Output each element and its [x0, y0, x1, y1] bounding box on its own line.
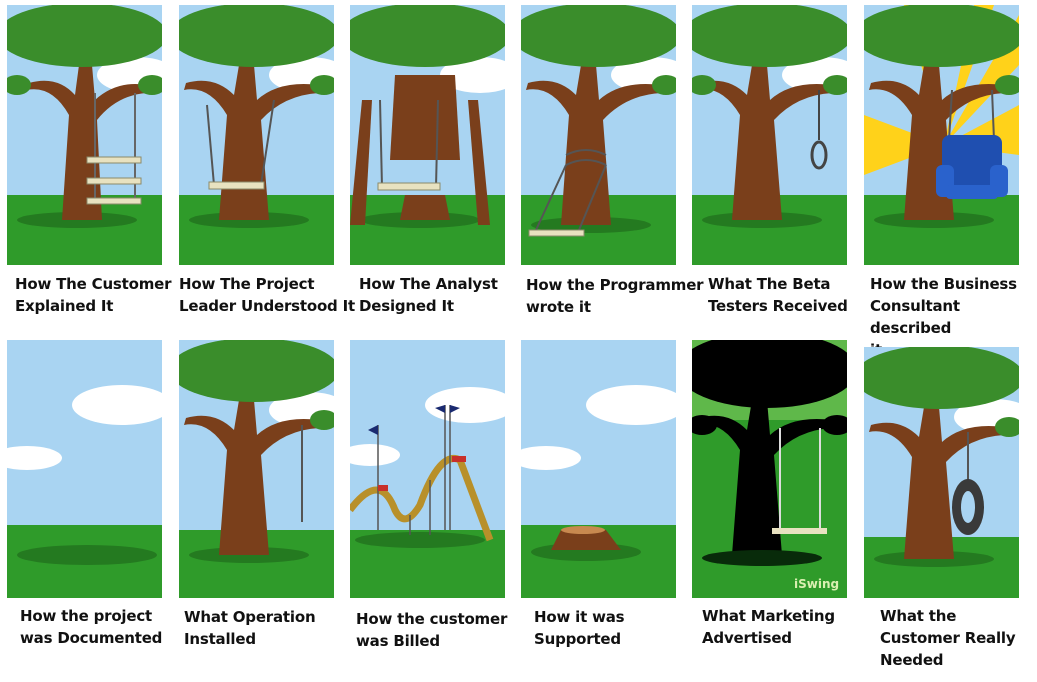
panel-customer-billed — [350, 340, 505, 598]
swing-cut-trunk-icon — [350, 5, 505, 265]
panel-operation-installed — [179, 340, 334, 598]
caption-marketing: What Marketing Advertised — [702, 607, 835, 647]
caption-beta-testers: What The Beta Testers Received — [708, 275, 848, 315]
panel-marketing: iSwing — [692, 340, 847, 598]
single-rope-icon — [179, 340, 334, 598]
noose-icon — [692, 5, 847, 265]
caption-analyst: How The Analyst Designed It — [359, 275, 498, 315]
swing-three-seats-icon — [7, 5, 162, 265]
caption-supported: How it was Supported — [534, 608, 625, 648]
caption-operation-installed: What Operation Installed — [184, 608, 316, 648]
caption-customer-explained: How The Customer Explained It — [15, 275, 172, 315]
tire-swing-icon — [864, 347, 1019, 598]
panel-analyst — [350, 5, 505, 265]
caption-project-documented: How the project was Documented — [20, 607, 163, 647]
swing-tied-to-trunk-icon — [179, 5, 334, 265]
caption-customer-billed: How the customer was Billed — [356, 610, 508, 650]
silhouette-swing-icon: iSwing — [692, 340, 847, 598]
caption-really-needed: What the Customer Really Needed — [880, 607, 1016, 669]
caption-project-leader: How The Project Leader Understood It — [179, 275, 355, 315]
panel-programmer — [521, 5, 676, 265]
roller-coaster-icon — [350, 340, 505, 598]
brand-logo: iSwing — [794, 577, 839, 591]
panel-really-needed — [864, 347, 1019, 598]
swing-on-ground-icon — [521, 5, 676, 265]
panel-business-consultant — [864, 5, 1019, 265]
panel-beta-testers — [692, 5, 847, 265]
caption-business-consultant: How the Business Consultant described it — [870, 275, 1017, 359]
panel-project-leader — [179, 5, 334, 265]
caption-programmer: How the Programmer wrote it — [526, 276, 704, 316]
empty-landscape-icon — [7, 340, 162, 598]
armchair-swing-icon — [864, 5, 1019, 265]
panel-customer-explained — [7, 5, 162, 265]
panel-supported — [521, 340, 676, 598]
tree-stump-icon — [521, 340, 676, 598]
panel-project-documented — [7, 340, 162, 598]
